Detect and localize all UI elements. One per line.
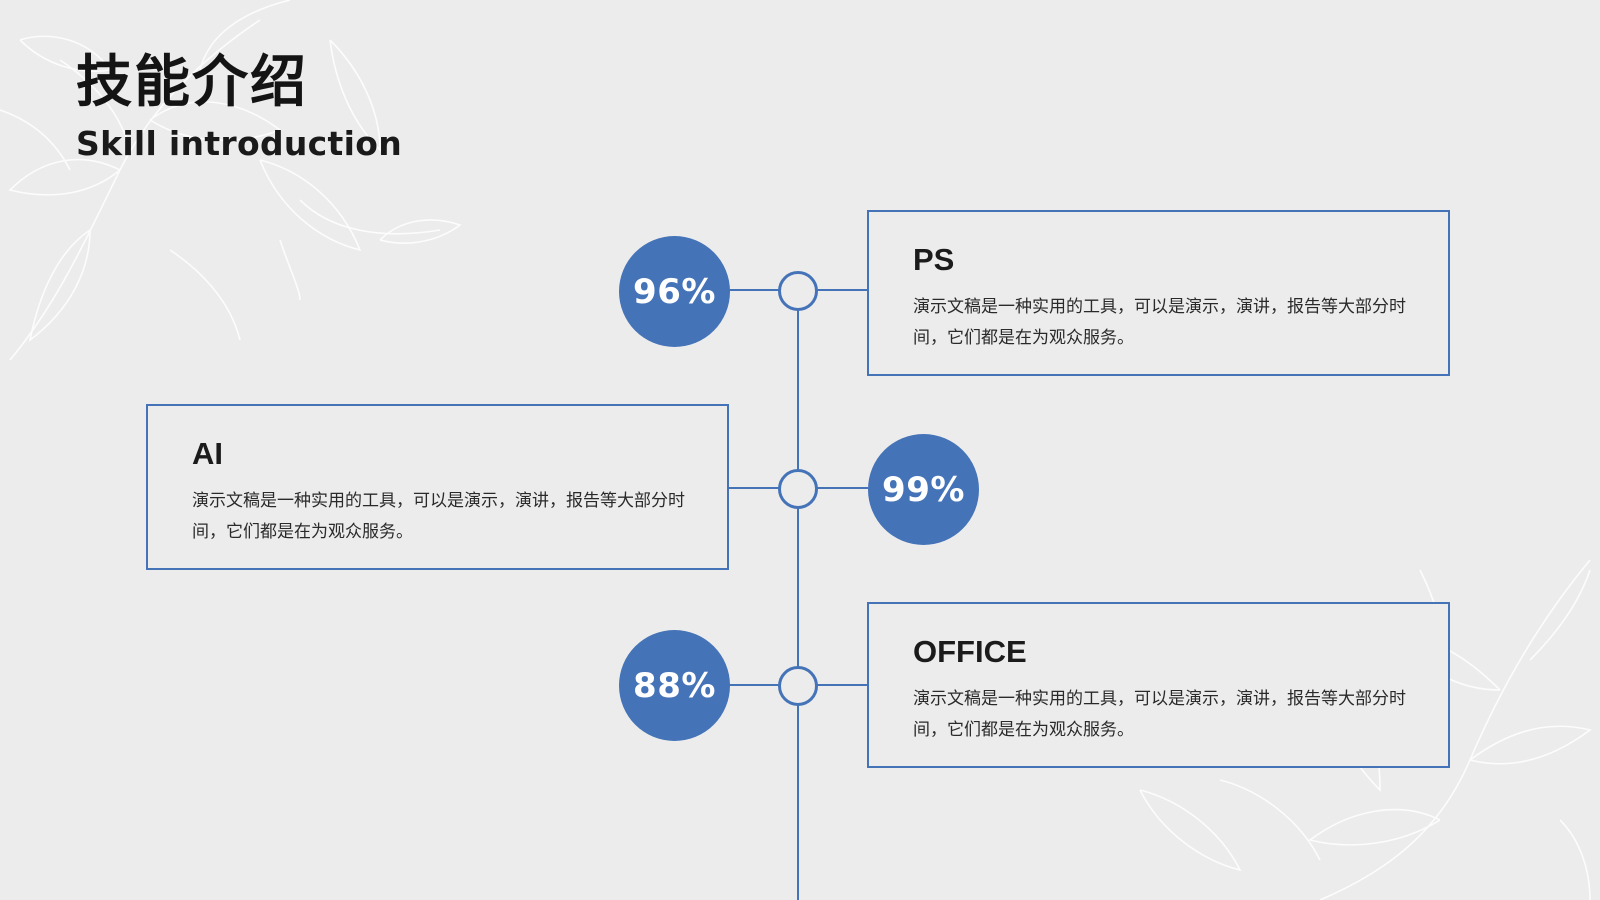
timeline-node xyxy=(778,666,818,706)
percent-badge: 99% xyxy=(868,434,979,545)
page-subtitle: Skill introduction xyxy=(76,124,402,163)
skill-card-title: PS xyxy=(913,242,955,277)
skill-card-title: AI xyxy=(192,436,223,471)
timeline-line xyxy=(797,292,799,900)
skill-card-ai: AI 演示文稿是一种实用的工具，可以是演示，演讲，报告等大部分时间，它们都是在为… xyxy=(146,404,729,570)
skill-card-description: 演示文稿是一种实用的工具，可以是演示，演讲，报告等大部分时间，它们都是在为观众服… xyxy=(913,689,1406,740)
timeline-node xyxy=(778,271,818,311)
percent-badge: 88% xyxy=(619,630,730,741)
percent-badge: 96% xyxy=(619,236,730,347)
skill-card-title: OFFICE xyxy=(913,634,1027,669)
skill-card-ps: PS 演示文稿是一种实用的工具，可以是演示，演讲，报告等大部分时间，它们都是在为… xyxy=(867,210,1450,376)
skill-card-description: 演示文稿是一种实用的工具，可以是演示，演讲，报告等大部分时间，它们都是在为观众服… xyxy=(913,297,1406,348)
skill-card-description: 演示文稿是一种实用的工具，可以是演示，演讲，报告等大部分时间，它们都是在为观众服… xyxy=(192,491,685,542)
page-title: 技能介绍 xyxy=(76,50,308,115)
timeline-node xyxy=(778,469,818,509)
skill-card-office: OFFICE 演示文稿是一种实用的工具，可以是演示，演讲，报告等大部分时间，它们… xyxy=(867,602,1450,768)
